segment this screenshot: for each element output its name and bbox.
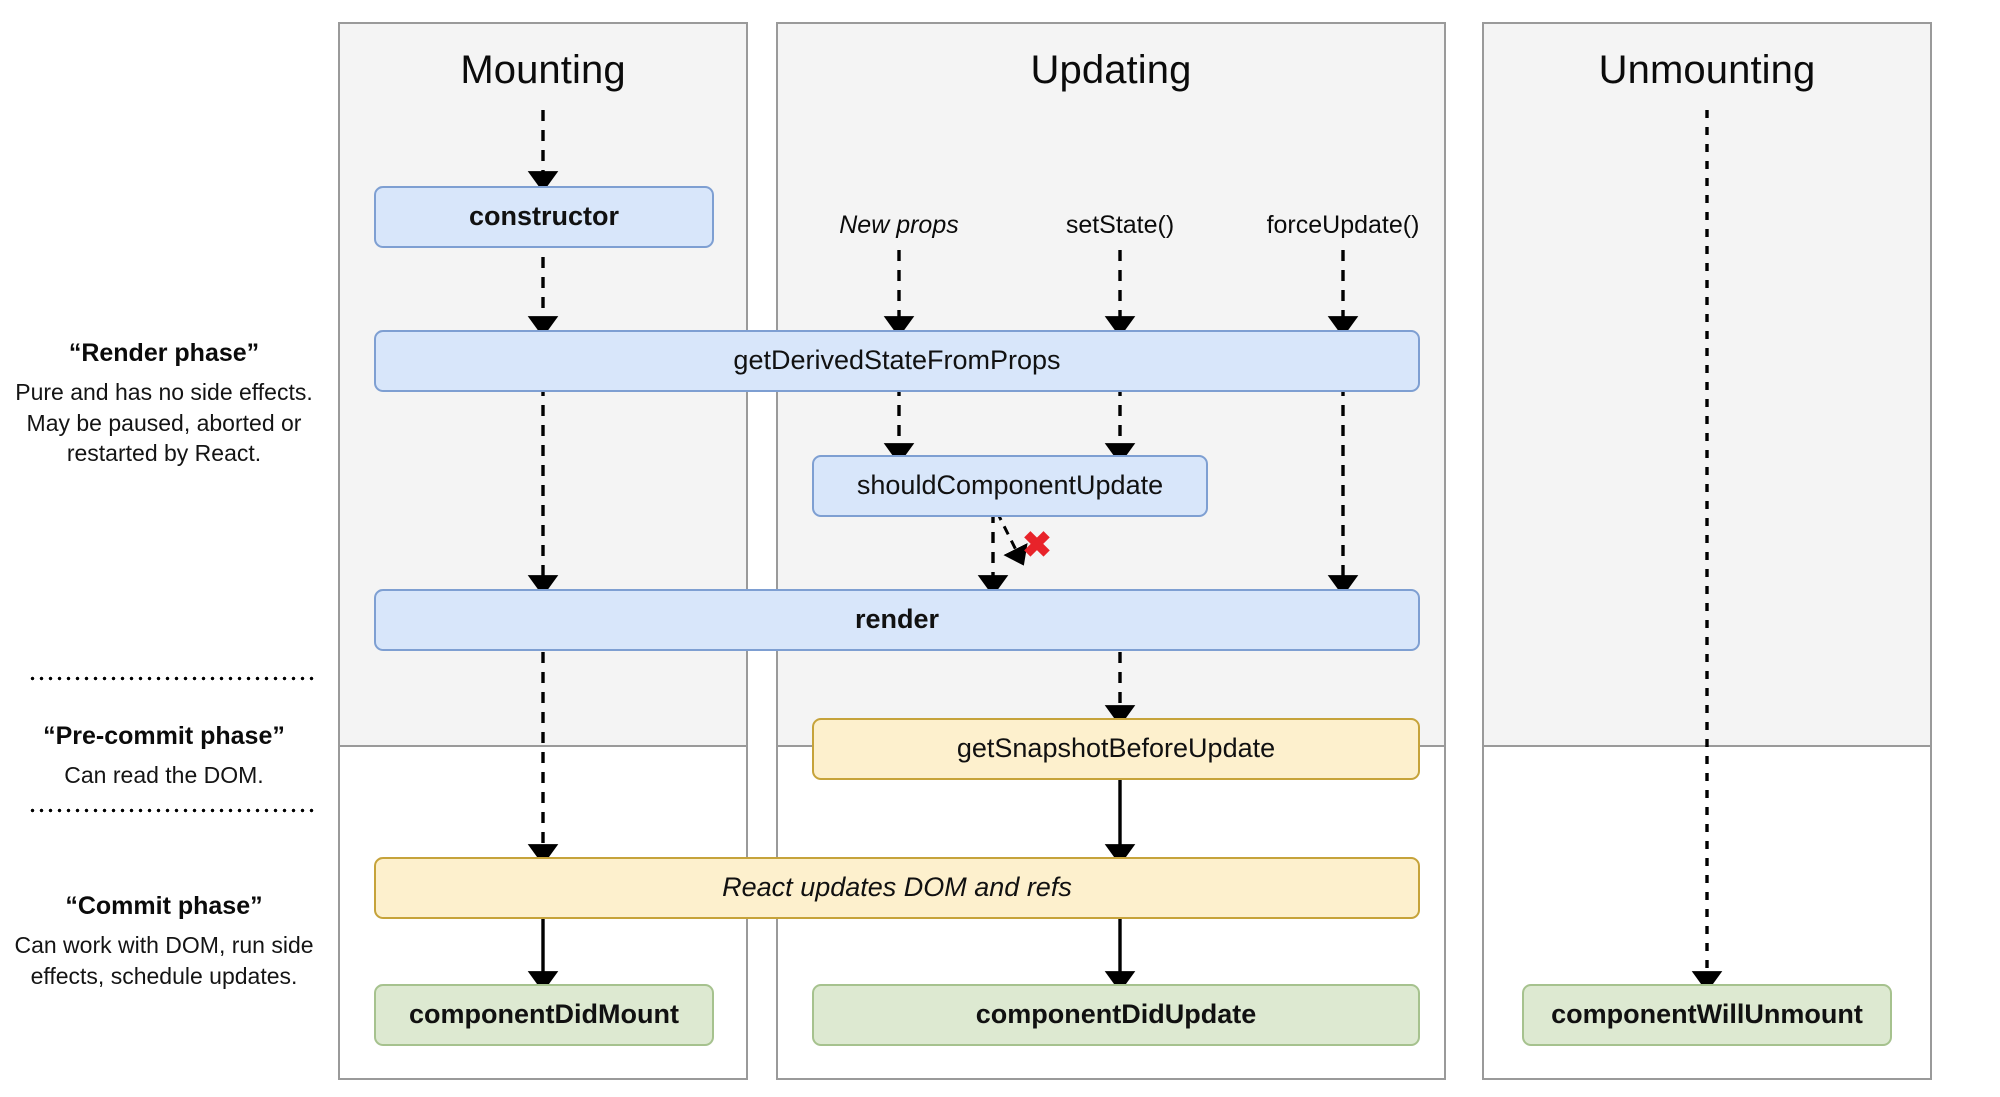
node-label-should-component-update: shouldComponentUpdate [856, 470, 1164, 501]
node-label-component-will-unmount: componentWillUnmount [1551, 999, 1863, 1030]
node-should-component-update[interactable]: shouldComponentUpdate [812, 455, 1208, 517]
trigger-label-new-props: New props [839, 211, 959, 239]
node-label-react-updates-dom-and-refs: React updates DOM and refs [722, 872, 1072, 903]
node-component-will-unmount[interactable]: componentWillUnmount [1522, 984, 1892, 1046]
column-title-updating: Updating [1030, 48, 1192, 92]
node-get-snapshot-before-update[interactable]: getSnapshotBeforeUpdate [812, 718, 1420, 780]
trigger-label-force-update: forceUpdate() [1266, 211, 1420, 239]
node-component-did-update[interactable]: componentDidUpdate [812, 984, 1420, 1046]
node-get-derived-state-from-props[interactable]: getDerivedStateFromProps [374, 330, 1420, 392]
phase-description-render: Pure and has no side effects. May be pau… [15, 379, 313, 467]
phase-separator-bottom [28, 808, 317, 813]
skip-render-cross-icon: ✖ [1021, 524, 1053, 565]
phase-description-pre-commit: Can read the DOM. [64, 762, 264, 788]
column-gray-region-unmounting [1484, 24, 1930, 746]
phase-title-render: “Render phase” [68, 339, 260, 367]
node-label-component-did-mount: componentDidMount [409, 999, 679, 1030]
node-label-render: render [854, 604, 940, 635]
column-divider-unmounting [1484, 745, 1930, 747]
phase-separator-top [28, 676, 317, 681]
node-label-get-snapshot-before-update: getSnapshotBeforeUpdate [956, 733, 1276, 764]
node-constructor[interactable]: constructor [374, 186, 714, 248]
phase-legend-render: “Render phase” Pure and has no side effe… [14, 337, 314, 469]
phase-title-pre-commit: “Pre-commit phase” [43, 722, 285, 750]
node-react-updates-dom-and-refs[interactable]: React updates DOM and refs [374, 857, 1420, 919]
node-label-component-did-update: componentDidUpdate [975, 999, 1257, 1030]
phase-description-commit: Can work with DOM, run side effects, sch… [14, 932, 314, 989]
column-title-unmounting: Unmounting [1598, 48, 1816, 92]
node-component-did-mount[interactable]: componentDidMount [374, 984, 714, 1046]
node-label-constructor: constructor [468, 201, 620, 232]
phase-legend-pre-commit: “Pre-commit phase” Can read the DOM. [14, 720, 314, 791]
node-render[interactable]: render [374, 589, 1420, 651]
phase-title-commit: “Commit phase” [65, 892, 263, 920]
trigger-label-set-state: setState() [1065, 211, 1175, 239]
column-divider-mounting [340, 745, 746, 747]
phase-legend-commit: “Commit phase” Can work with DOM, run si… [14, 890, 314, 991]
column-title-mounting: Mounting [460, 48, 626, 92]
node-label-get-derived-state-from-props: getDerivedStateFromProps [733, 345, 1061, 376]
